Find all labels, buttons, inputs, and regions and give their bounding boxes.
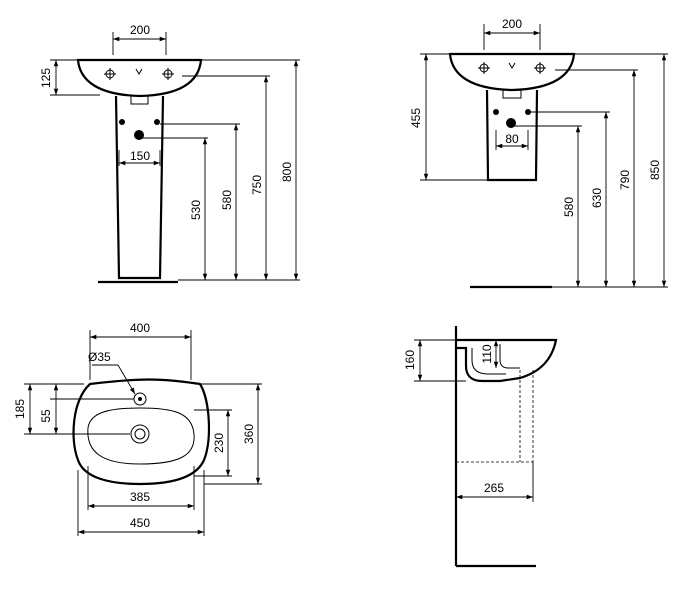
dim-d360: 360 <box>242 424 256 444</box>
dim-d230: 230 <box>212 433 226 453</box>
dim-w385: 385 <box>130 490 150 504</box>
plan-view: 400 Ø35 185 55 230 360 385 450 <box>13 321 262 536</box>
dim-width-top: 400 <box>130 321 150 335</box>
dim-w265: 265 <box>484 481 504 495</box>
dim-tap-spacing-2: 200 <box>502 17 522 31</box>
basin-outline <box>76 58 203 98</box>
dim-h160: 160 <box>403 350 417 370</box>
dim-h790: 790 <box>618 170 632 190</box>
pedestal-front-view: 200 125 150 530 580 750 800 <box>39 23 300 284</box>
dim-h455: 455 <box>409 108 423 128</box>
dim-basin-depth: 125 <box>39 68 53 88</box>
tap-hole-icons <box>104 68 174 80</box>
dim-h580-2: 580 <box>562 197 576 217</box>
semi-pedestal-front-view: 200 455 80 580 630 790 850 <box>409 17 668 289</box>
semi-pedestal-outline <box>485 89 539 182</box>
dim-d185: 185 <box>13 399 27 419</box>
basin-outline-2 <box>448 52 576 92</box>
tap-hole-icons-2 <box>478 62 546 74</box>
dim-h800: 800 <box>280 162 294 182</box>
dim-d55: 55 <box>39 409 53 423</box>
dim-waste-spacing-2: 80 <box>505 132 519 146</box>
dim-h750: 750 <box>250 175 264 195</box>
dim-w450: 450 <box>130 516 150 530</box>
basin-plan-outline <box>72 378 211 486</box>
dim-waste-spacing: 150 <box>130 149 150 163</box>
bowl-outline <box>87 407 195 465</box>
dim-h580: 580 <box>220 190 234 210</box>
dim-h110: 110 <box>480 344 494 363</box>
dim-tap-spacing: 200 <box>130 23 150 37</box>
dim-h850: 850 <box>648 160 662 180</box>
dim-h530: 530 <box>189 200 203 220</box>
trap-outline <box>130 96 149 105</box>
pedestal-outline <box>114 95 165 280</box>
basin-section <box>456 338 558 383</box>
dim-tap-hole-diameter: Ø35 <box>88 350 111 364</box>
side-view: 160 110 265 <box>403 326 558 568</box>
dim-h630: 630 <box>590 188 604 208</box>
